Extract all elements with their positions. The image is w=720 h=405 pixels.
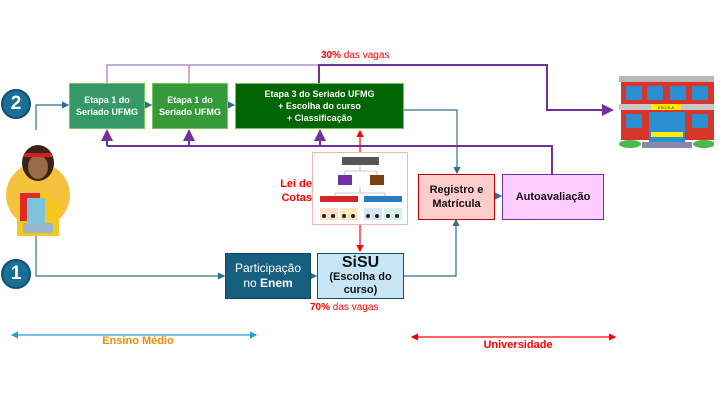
enem-label: Participação [234,261,302,275]
sisu-box: SiSU (Escolha do curso) [317,253,404,299]
etapa-1-box-b: Etapa 1 do Seriado UFMG [152,83,228,129]
etapa-3-box: Etapa 3 do Seriado UFMG + Escolha do cur… [235,83,404,129]
university-building-icon: ESCOLA [614,68,717,152]
etapa-1-box-a: Etapa 1 do Seriado UFMG [69,83,145,129]
cotas-chart-image [312,152,408,225]
escolha-curso-label: + Escolha do curso [278,101,361,111]
purple-to-university [318,64,614,116]
step-1-badge: 1 [1,259,31,289]
ensino-medio-label: Ensino Médio [102,335,174,347]
classificacao-label: + Classificação [286,113,353,123]
enem-box: Participação no Enem [225,253,311,299]
etapa-1-label: Etapa 1 do Seriado UFMG [75,95,138,117]
path-seriado [35,101,461,175]
registro-matricula-box: Registro e Matrícula [418,174,495,220]
step-2-badge: 2 [1,89,31,119]
vagas-70-label: 70% das vagas [310,302,379,313]
svg-text:ESCOLA: ESCOLA [658,105,675,110]
feedback-loop [101,129,553,174]
autoavaliacao-box: Autoavaliação [502,174,604,220]
sisu-title: SiSU [341,254,380,271]
vagas-30-label: 30% das vagas [321,50,390,61]
light-purple-line [106,64,320,83]
path-enem [35,192,503,280]
student-avatar [5,143,71,236]
universidade-label: Universidade [483,339,553,351]
sisu-subtitle: (Escolha do curso) [329,271,392,296]
etapa-1-label: Etapa 1 do Seriado UFMG [158,95,221,117]
etapa-3-label: Etapa 3 do Seriado UFMG [264,89,375,99]
lei-de-cotas-label: Lei de Cotas [280,178,312,204]
